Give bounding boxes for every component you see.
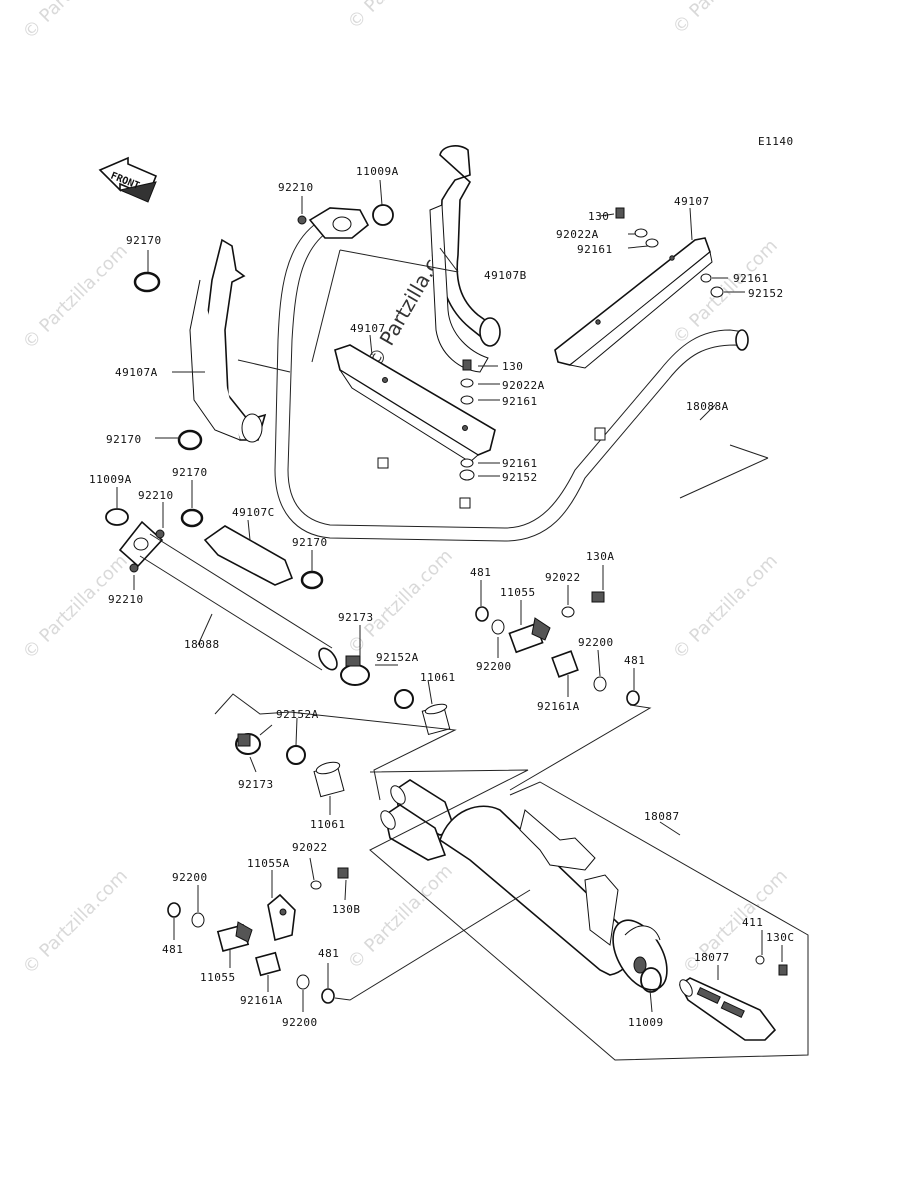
leader-lines-top	[147, 179, 769, 499]
watermark: © Partzilla.com	[344, 860, 457, 973]
mount-assembly-lower-left	[167, 867, 349, 1004]
part-label: 92161A	[537, 700, 580, 713]
part-label: 92210	[278, 181, 314, 194]
watermark: © Partzilla.com	[344, 0, 457, 34]
part-label: 92200	[578, 636, 614, 649]
watermark: © Partzilla.com	[19, 550, 132, 663]
clamp-92173-b	[235, 733, 261, 755]
part-label: 481	[624, 654, 645, 667]
heat-shield-49107b	[429, 145, 501, 373]
hardware-top-right	[615, 207, 724, 298]
part-label: 92022	[292, 841, 328, 854]
part-label: 92161	[502, 457, 538, 470]
heat-shield-49107-center	[334, 344, 496, 463]
heat-shield-49107-right	[554, 237, 713, 369]
watermark: © Partzilla.com	[669, 550, 782, 663]
part-label: 11009A	[356, 165, 399, 178]
part-label: 130	[502, 360, 523, 373]
bushing-11061-a	[421, 703, 451, 736]
leader-lines-lower	[173, 821, 783, 1013]
exhaust-pipe-18088	[105, 508, 338, 671]
part-label: 481	[470, 566, 491, 579]
part-label: 49107B	[484, 269, 527, 282]
leader-lines-lower-left	[249, 717, 331, 815]
muffler-18087	[380, 779, 668, 993]
part-label: 92022A	[502, 379, 545, 392]
clamp-92170-b	[177, 429, 203, 451]
part-label: 92170	[292, 536, 328, 549]
leader-lines-mid-left	[116, 480, 457, 801]
part-label: 130A	[586, 550, 615, 563]
part-label: 481	[162, 943, 183, 956]
part-label: 92152	[748, 287, 784, 300]
part-label: 92152A	[276, 708, 319, 721]
watermark: © Partzilla.com	[19, 240, 132, 353]
part-label: 11009	[628, 1016, 664, 1029]
tailpipe-18077	[678, 955, 788, 1041]
part-label: 11061	[310, 818, 346, 831]
part-label: 11061	[420, 671, 456, 684]
part-label: 92022A	[556, 228, 599, 241]
exhaust-pipe-18088a	[274, 221, 749, 542]
part-label: 92173	[338, 611, 374, 624]
diagram-code: E1140	[758, 135, 794, 148]
part-label: 18088A	[686, 400, 729, 413]
part-label: 92161	[733, 272, 769, 285]
watermark: © Partzilla.com	[19, 865, 132, 978]
gasket-92152a-a	[394, 689, 414, 709]
part-label: 92200	[172, 871, 208, 884]
clamp-92173-a	[340, 655, 370, 686]
watermark: © Partzilla.com	[669, 0, 782, 39]
hardware-top-center	[459, 359, 475, 481]
heat-shield-49107c	[180, 508, 324, 590]
part-label: 92152A	[376, 651, 419, 664]
bushing-11061-b	[313, 761, 345, 798]
part-label: 92170	[106, 433, 142, 446]
part-labels: 92210 11009A 92170 49107B 49107 130 9202…	[89, 165, 795, 1029]
part-label: 92161	[502, 395, 538, 408]
part-label: 49107	[674, 195, 710, 208]
part-label: 92210	[138, 489, 174, 502]
part-label: 11009A	[89, 473, 132, 486]
part-label: 411	[742, 916, 763, 929]
part-label: 18087	[644, 810, 680, 823]
part-label: 49107A	[115, 366, 158, 379]
part-label: 481	[318, 947, 339, 960]
part-label: 130	[588, 210, 609, 223]
part-label: 49107	[350, 322, 386, 335]
front-arrow-icon: FRONT	[98, 156, 158, 203]
part-label: 18088	[184, 638, 220, 651]
part-label: 92022	[545, 571, 581, 584]
part-label: 11055A	[247, 857, 290, 870]
part-label: 130C	[766, 931, 795, 944]
part-label: 130B	[332, 903, 361, 916]
leader-lines-mid-right	[480, 565, 652, 791]
part-label: 11055	[200, 971, 236, 984]
part-label: 92152	[502, 471, 538, 484]
part-label: 92161A	[240, 994, 283, 1007]
clamp-92170-a	[133, 271, 161, 293]
heat-shield-49107a	[189, 238, 267, 443]
part-label: 18077	[694, 951, 730, 964]
part-label: 92210	[108, 593, 144, 606]
watermark: © Partzilla.com	[344, 545, 457, 658]
part-label: 92200	[476, 660, 512, 673]
part-label: 92161	[577, 243, 613, 256]
part-label: 11055	[500, 586, 536, 599]
muffler-outline	[369, 769, 809, 1061]
header-flange-top	[297, 204, 394, 239]
part-label: 92200	[282, 1016, 318, 1029]
part-label: 92170	[126, 234, 162, 247]
part-label: 92170	[172, 466, 208, 479]
mount-assembly-right	[475, 591, 640, 706]
gasket-92152a-b	[286, 745, 306, 765]
part-label: 49107C	[232, 506, 275, 519]
watermark: © Partzilla.com	[19, 0, 132, 44]
part-label: 92173	[238, 778, 274, 791]
